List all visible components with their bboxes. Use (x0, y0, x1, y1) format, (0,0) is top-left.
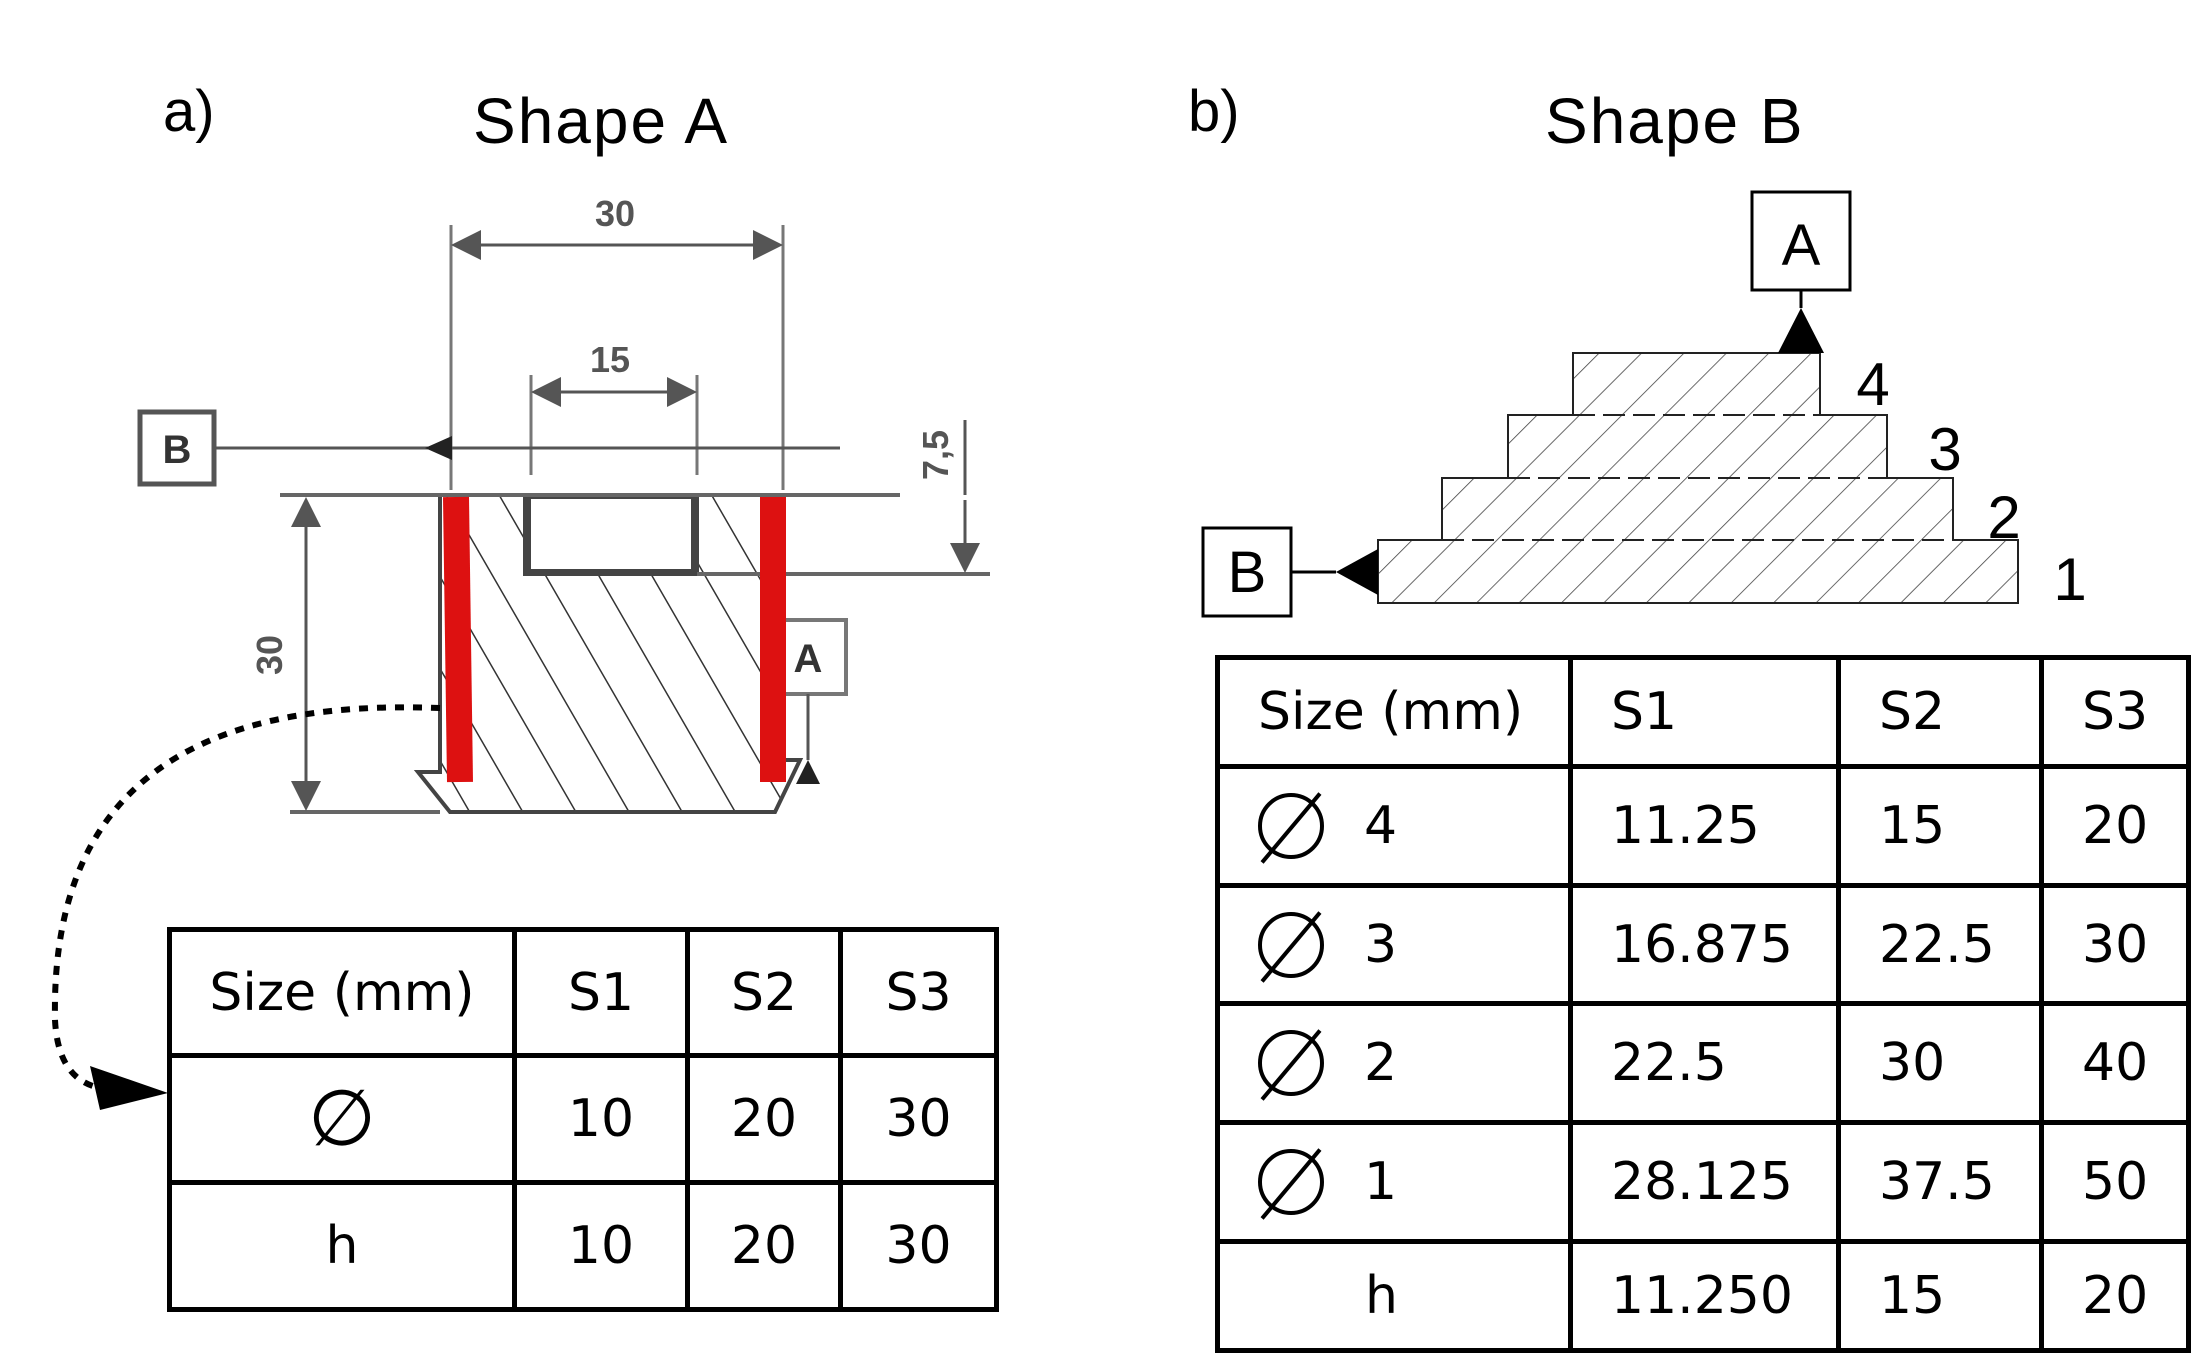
table-cell: 50 (2039, 1120, 2191, 1245)
table-cell: 20 (2039, 763, 2191, 888)
diameter-cell: 2 (1215, 1001, 1573, 1126)
table-cell: 37.5 (1836, 1120, 2044, 1245)
table-b-header-row: Size (mm) S1 S2 S3 (1215, 655, 2191, 769)
diameter-index: 4 (1364, 795, 1398, 856)
table-cell: 40 (2039, 1001, 2191, 1126)
table-cell: 30 (2039, 882, 2191, 1007)
table-shape-b: Size (mm) S1 S2 S3 4 11.25 15 20 3 16.87… (1215, 655, 2191, 1353)
diameter-icon (1258, 911, 1324, 978)
table-cell: h (167, 1180, 517, 1312)
red-marker-left (443, 496, 473, 783)
datum-a-a-label: A (794, 637, 823, 681)
datum-a-b: A (1750, 190, 1852, 353)
diameter-icon (1258, 1149, 1324, 1216)
datum-a-a: A (778, 618, 848, 784)
table-a-header-cell: S2 (685, 927, 843, 1058)
dim-depth-label: 7,5 (915, 430, 956, 480)
diameter-cell: 1 (1215, 1120, 1573, 1245)
table-a-header-cell: S1 (512, 927, 690, 1058)
table-cell: 28.125 (1568, 1120, 1841, 1245)
shape-a-drawing: 30 15 30 7,5 B A (51, 193, 990, 1110)
panel-a-label: a) (163, 79, 215, 144)
table-row: 3 16.875 22.5 30 (1215, 882, 2191, 1007)
table-b-header-cell: S1 (1568, 655, 1841, 769)
diameter-symbol: ∅ (167, 1053, 517, 1185)
table-b-header-cell: S2 (1836, 655, 2044, 769)
table-row: 2 22.5 30 40 (1215, 1001, 2191, 1126)
datum-a-b-label: A (1782, 213, 1821, 278)
diameter-cell: 4 (1215, 763, 1573, 888)
table-cell: 15 (1836, 763, 2044, 888)
table-row: ∅ 10 20 30 (167, 1053, 999, 1185)
shape-b-title: Shape B (1545, 85, 1805, 157)
table-cell: 20 (2039, 1239, 2191, 1353)
shape-a-title: Shape A (473, 85, 729, 157)
table-row: 1 28.125 37.5 50 (1215, 1120, 2191, 1245)
table-cell: 30 (838, 1180, 999, 1312)
table-shape-a: Size (mm) S1 S2 S3 ∅ 10 20 30 h 10 20 30 (167, 927, 999, 1312)
diameter-index: 3 (1364, 914, 1398, 975)
step-label-2: 2 (1987, 484, 2020, 551)
dim-height-label: 30 (249, 635, 290, 675)
datum-b-b: B (1201, 526, 1378, 618)
diameter-index: 2 (1364, 1033, 1398, 1094)
shape-a-cavity (527, 495, 695, 573)
table-cell: 11.25 (1568, 763, 1841, 888)
table-cell: 11.250 (1568, 1239, 1841, 1353)
diameter-cell: 3 (1215, 882, 1573, 1007)
table-cell: 16.875 (1568, 882, 1841, 1007)
table-cell: 15 (1836, 1239, 2044, 1353)
diameter-index: 1 (1364, 1152, 1398, 1213)
dim-top-width-label: 30 (595, 193, 635, 234)
table-cell: 10 (512, 1180, 690, 1312)
step-label-3: 3 (1928, 416, 1961, 483)
datum-b-a-label: B (163, 428, 192, 472)
diameter-icon (1258, 792, 1324, 859)
table-b-header-cell: S3 (2039, 655, 2191, 769)
table-cell: 30 (838, 1053, 999, 1185)
table-cell: 10 (512, 1053, 690, 1185)
dimension-inner-width: 15 (529, 339, 699, 475)
table-cell: 20 (685, 1180, 843, 1312)
step-label-1: 1 (2053, 546, 2086, 613)
table-a-header-cell: Size (mm) (167, 927, 517, 1058)
panel-b-label: b) (1188, 79, 1240, 144)
table-a-header-row: Size (mm) S1 S2 S3 (167, 927, 999, 1058)
table-a-header-cell: S3 (838, 927, 999, 1058)
shape-b-drawing: 4 3 2 1 A B (1201, 190, 2087, 618)
table-cell: h (1215, 1239, 1573, 1353)
datum-b-b-label: B (1228, 540, 1267, 605)
datum-b-a: B (137, 409, 840, 487)
table-cell: 30 (1836, 1001, 2044, 1126)
table-row: h 11.250 15 20 (1215, 1239, 2191, 1353)
table-cell: 20 (685, 1053, 843, 1185)
dimension-depth: 7,5 (915, 420, 980, 573)
step-label-4: 4 (1856, 351, 1889, 418)
diameter-icon (1258, 1030, 1324, 1097)
table-b-header-cell: Size (mm) (1215, 655, 1573, 769)
dimension-height: 30 (249, 497, 321, 811)
table-cell: 22.5 (1568, 1001, 1841, 1126)
table-row: h 10 20 30 (167, 1180, 999, 1312)
table-cell: 22.5 (1836, 882, 2044, 1007)
callout-arrowhead (90, 1066, 168, 1110)
table-row: 4 11.25 15 20 (1215, 763, 2191, 888)
dim-inner-width-label: 15 (590, 339, 630, 380)
